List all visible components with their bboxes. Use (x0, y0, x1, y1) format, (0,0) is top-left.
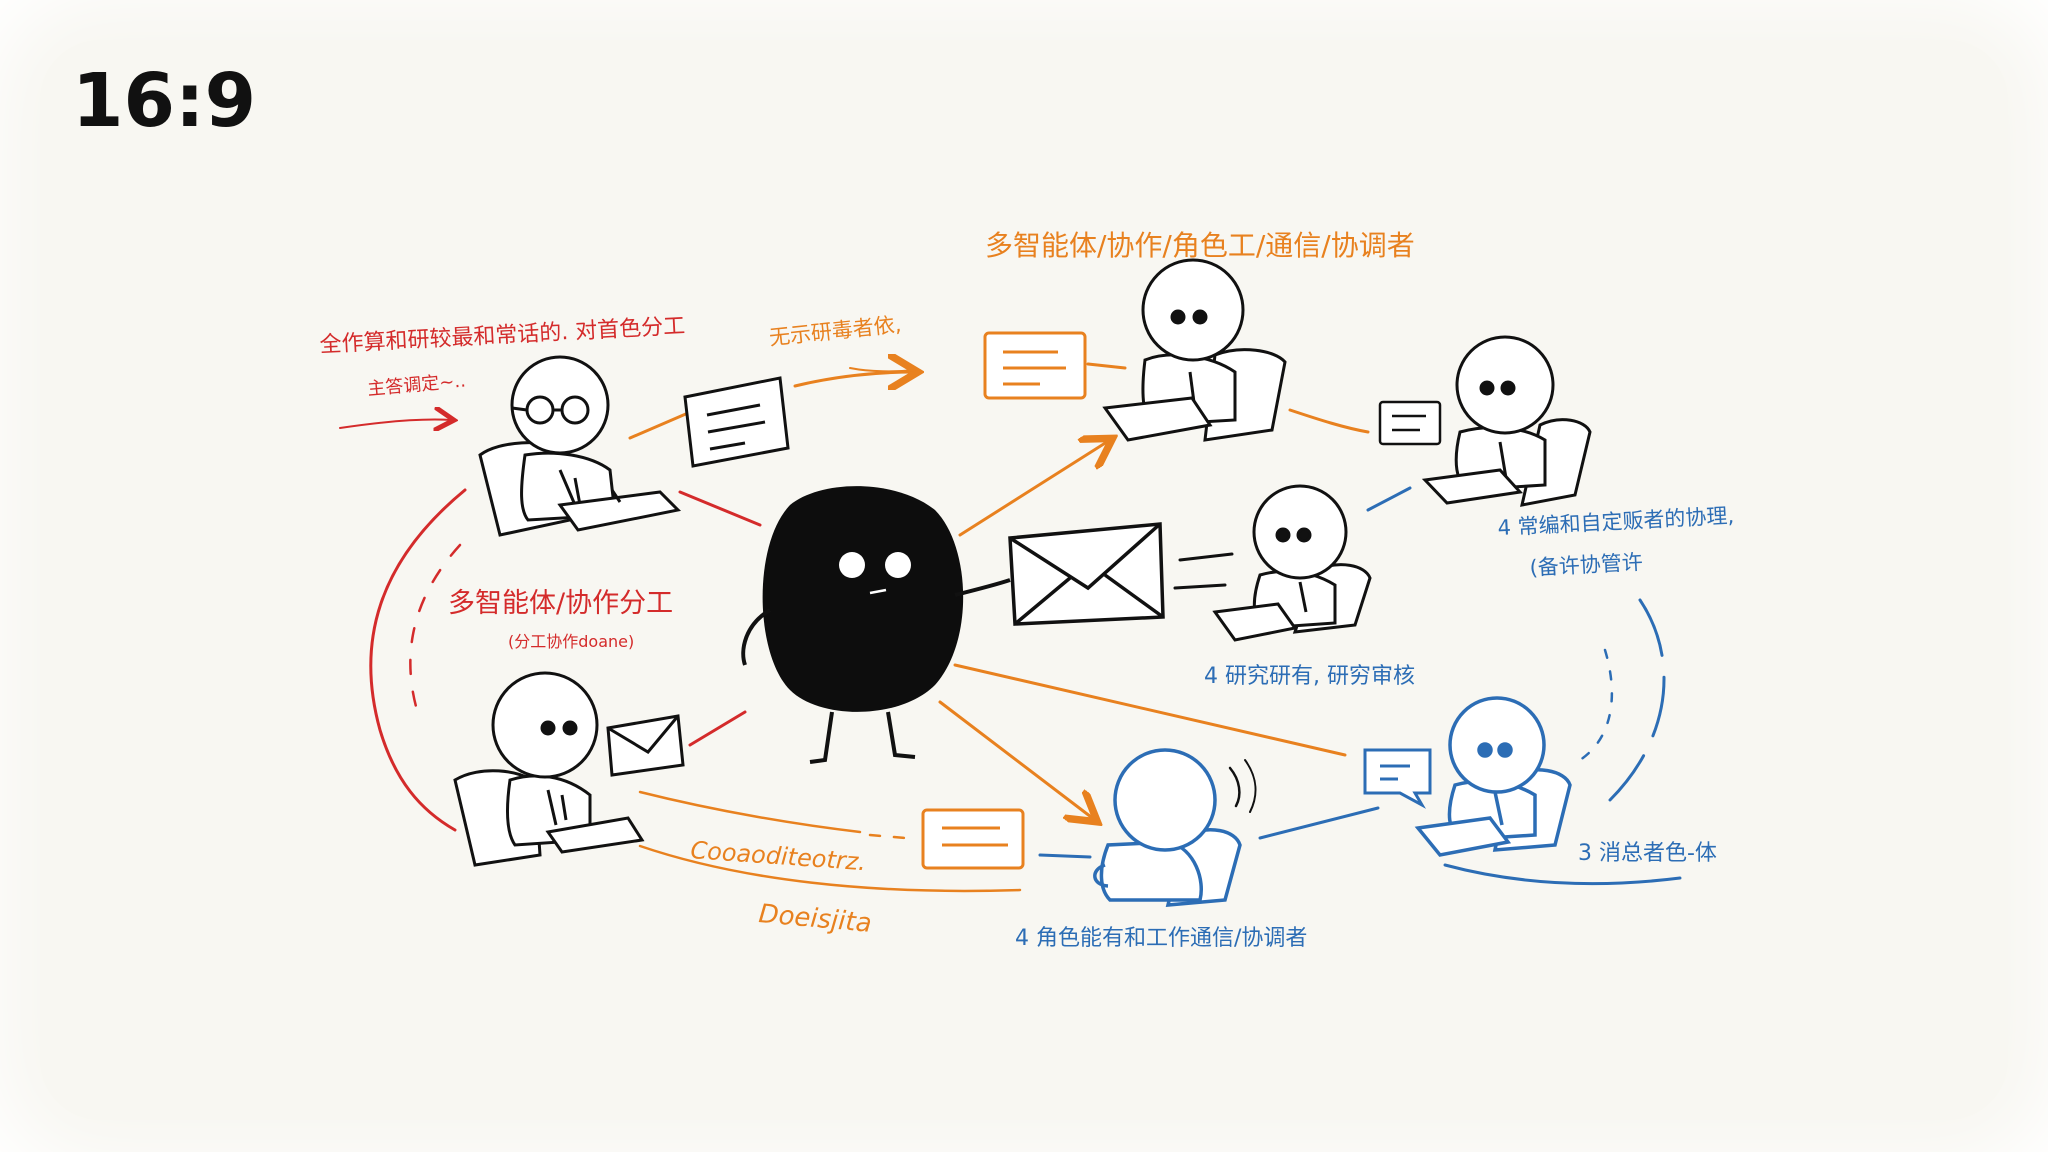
glasses-agent-figure-icon (478, 355, 682, 537)
connection-lines (339, 364, 1682, 893)
top-left-note: 全作算和研较最和常话的. 对首色分工 (319, 314, 686, 358)
bottom-right-note: 3 消总者色-体 (1578, 841, 1717, 866)
seated-agent-figure-icon (1421, 335, 1592, 507)
right-note-line1: 4 常编和自定贩者的协理, (1497, 504, 1735, 540)
envelope-icon (1008, 522, 1165, 626)
middle-right-note: 4 研究研有, 研穷审核 (1204, 664, 1415, 689)
seated-agent-figure-icon (1212, 484, 1372, 642)
document-card-icon (1378, 400, 1442, 446)
top-arrow-note: 无示研毒者依, (768, 312, 902, 350)
left-sub: (分工协作doane) (508, 632, 634, 651)
left-title: 多智能体/协作分工 (448, 588, 673, 619)
aspect-ratio-label: 16:9 (72, 58, 257, 144)
envelope-icon (606, 714, 685, 777)
seated-agent-figure-icon (1102, 258, 1287, 442)
document-card-icon (921, 808, 1025, 870)
right-note-line2: (备许协管许 (1529, 550, 1643, 580)
seated-agent-figure-icon (1414, 696, 1572, 857)
top-title: 多智能体/协作/角色工/通信/协调者 (985, 229, 1415, 262)
bottom-left-orange-2: Doeisjita (757, 899, 872, 939)
chat-bubble-icon (1363, 748, 1432, 809)
document-card-icon (683, 376, 790, 468)
top-left-sub: 主答调定~.. (367, 370, 467, 400)
seated-agent-figure-icon (453, 671, 645, 867)
central-blob-character-icon (741, 486, 1011, 764)
bottom-left-orange-1: Cooaoditeotrz. (690, 836, 867, 876)
bottom-center-note: 4 角色能有和工作通信/协调者 (1015, 926, 1307, 951)
seated-agent-figure-icon (1093, 748, 1242, 907)
document-card-icon (983, 331, 1087, 400)
